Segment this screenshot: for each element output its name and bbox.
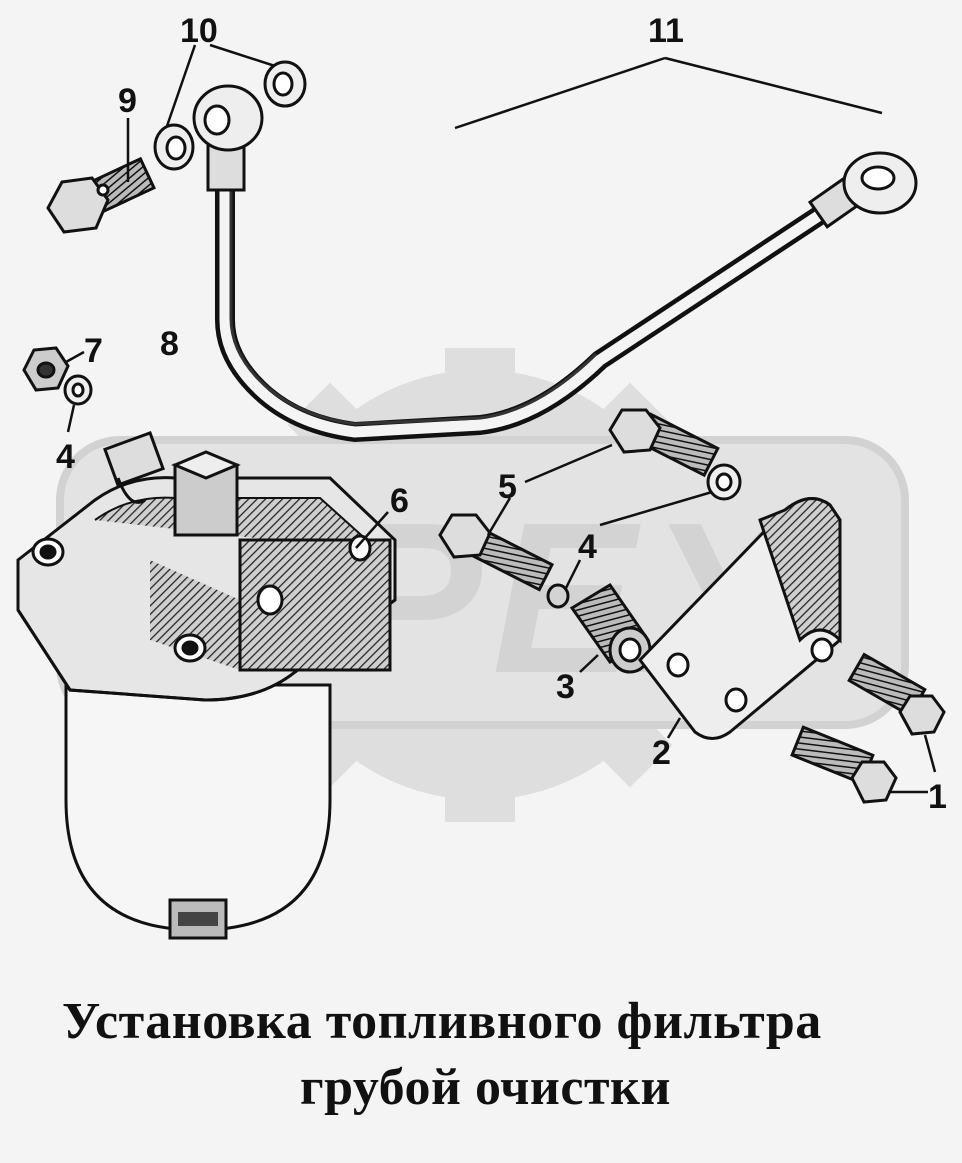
diagram-title-line-2: грубой очистки: [300, 1059, 671, 1116]
washer-4-upper: [706, 463, 742, 501]
callout-2: 2: [652, 734, 671, 772]
callout-4-right: 4: [578, 528, 597, 566]
callout-3: 3: [556, 668, 575, 706]
leader-4-right: [563, 490, 713, 591]
callout-11: 11: [648, 12, 684, 50]
leader-7: [65, 350, 85, 364]
leader-1: [888, 734, 937, 794]
banjo-bolt-9: [46, 156, 156, 234]
callout-8: 8: [160, 325, 179, 363]
bolt-5-upper: [608, 408, 720, 478]
leader-10: [165, 43, 276, 127]
sealing-washers-10: [153, 60, 307, 171]
leader-6: [355, 511, 389, 549]
callout-1: 1: [928, 778, 947, 816]
spring-washer-4-right: [546, 583, 570, 609]
bolt-1-upper: [847, 652, 946, 736]
leader-3: [579, 654, 599, 673]
leader-11: [454, 56, 883, 130]
leader-5: [486, 443, 613, 536]
filter-body: [64, 683, 332, 940]
banjo-fitting-8: [192, 84, 264, 192]
bracket-2: [638, 497, 842, 740]
callout-10: 10: [180, 12, 218, 50]
callout-4-left: 4: [56, 438, 75, 476]
spacer-bushing-3: [569, 582, 652, 674]
banjo-fitting-11: [807, 151, 918, 229]
callout-6: 6: [390, 482, 409, 520]
nut-7: [22, 346, 70, 392]
callout-7: 7: [84, 332, 103, 370]
bolt-1-lower: [790, 725, 898, 804]
spring-washer-4-left: [63, 374, 93, 406]
diagram-title-line-1: Установка топливного фильтра: [62, 993, 822, 1050]
callout-9: 9: [118, 82, 137, 120]
leader-4-left: [66, 404, 76, 433]
leader-2: [666, 717, 682, 739]
fuel-pipe: [215, 160, 845, 443]
filter-head-6: [16, 431, 397, 702]
callout-5: 5: [498, 468, 517, 506]
